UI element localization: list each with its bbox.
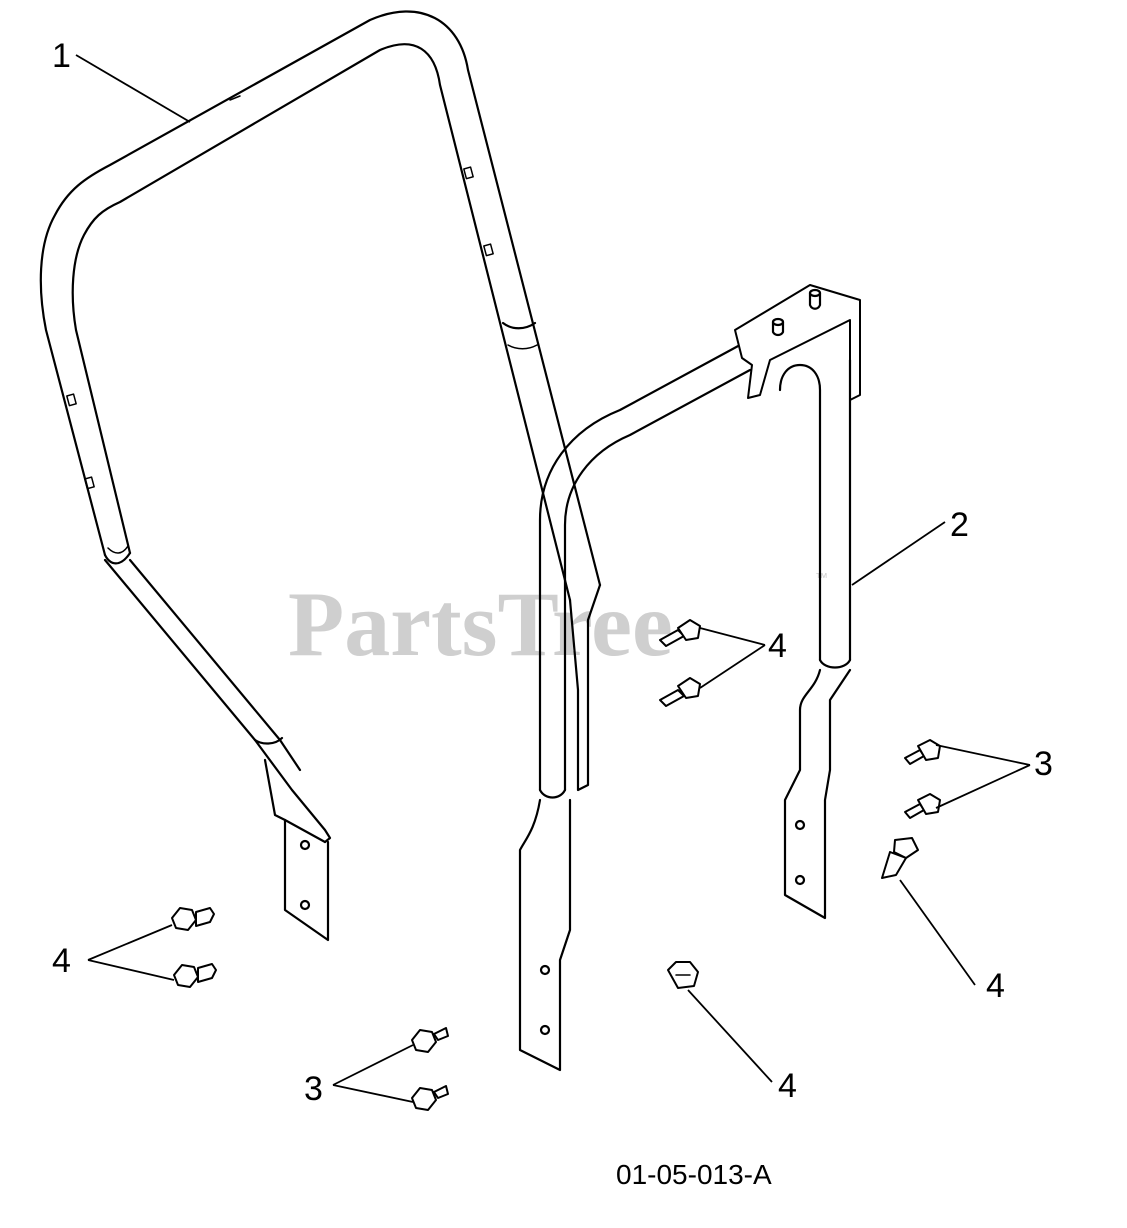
callout-2: 2 xyxy=(950,506,969,544)
callout-1: 1 xyxy=(52,37,71,75)
leader-4-bottom xyxy=(687,989,773,1083)
part-2-left-outer xyxy=(538,343,742,792)
callout-4-right: 4 xyxy=(986,967,1005,1005)
part-1-sleeve-lower xyxy=(103,551,132,565)
callout-3-right: 3 xyxy=(1034,745,1053,783)
leader-3-bottom xyxy=(332,1044,414,1103)
part-2-lower-handle xyxy=(518,284,861,1072)
part-1-foot-plate xyxy=(263,758,330,942)
fastener-3-right-upper xyxy=(904,739,941,765)
part-1-inner-edge xyxy=(71,43,572,602)
part-2-left-inner xyxy=(563,368,752,792)
part-1-leg-sleeve xyxy=(253,736,284,745)
part-1-leg-outer xyxy=(103,558,332,844)
part-1-upper-handle xyxy=(39,10,602,942)
leader-4-right xyxy=(899,879,976,986)
watermark-trademark: ™ xyxy=(815,570,828,585)
callout-4-middle: 4 xyxy=(768,627,787,665)
watermark-text: PartsTree xyxy=(288,573,673,675)
fastener-3-bottom-lower xyxy=(411,1085,449,1111)
leader-3-right xyxy=(935,744,1031,809)
fastener-4-middle-upper xyxy=(659,619,701,647)
leader-4-left xyxy=(87,924,175,981)
fastener-3-bottom-upper xyxy=(411,1027,449,1053)
part-2-mount-bracket xyxy=(734,284,861,401)
part-1-sleeve-upper xyxy=(501,321,537,330)
part-2-right-leg-top xyxy=(778,363,822,662)
callout-3-bottom: 3 xyxy=(304,1070,323,1108)
part-1-right-foot xyxy=(568,583,602,792)
part-2-right-foot xyxy=(783,668,852,920)
diagram-number: 01-05-013-A xyxy=(616,1159,772,1190)
fastener-4-left-upper xyxy=(171,907,215,931)
leader-4-middle xyxy=(699,627,766,689)
callout-4-left: 4 xyxy=(52,942,71,980)
part-1-leg-inner xyxy=(128,558,302,772)
fastener-4-right xyxy=(881,837,919,879)
fastener-4-left-lower xyxy=(173,963,217,988)
fastener-4-middle-lower xyxy=(659,677,701,707)
leader-1 xyxy=(75,54,191,123)
leader-2 xyxy=(851,521,946,586)
part-2-left-foot xyxy=(518,798,572,1072)
callout-4-bottom: 4 xyxy=(778,1067,797,1105)
fastener-4-bottom-center xyxy=(667,961,699,989)
fastener-3-right-lower xyxy=(904,793,941,819)
part-1-outer-edge xyxy=(39,10,602,587)
